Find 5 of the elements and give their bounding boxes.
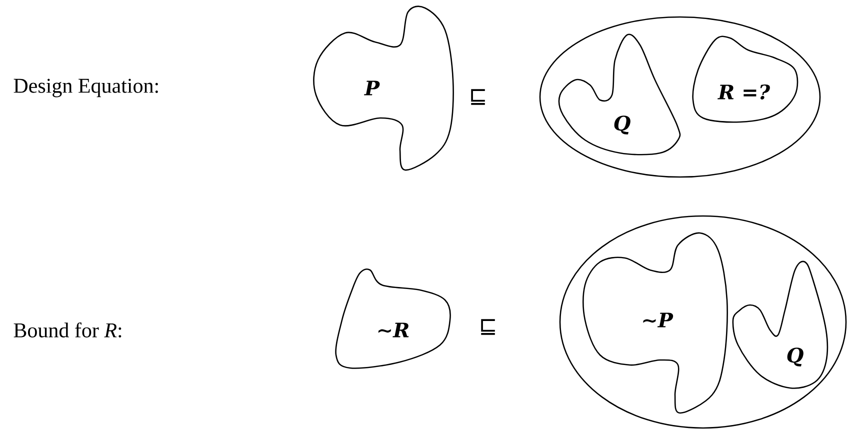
- row-label: Design Equation:: [14, 78, 158, 98]
- inclusion-symbol: ⊑: [481, 319, 495, 335]
- enclosing-oval: [539, 16, 821, 178]
- row-label: Bound for R:: [14, 322, 122, 338]
- enclosing-oval: [559, 215, 847, 429]
